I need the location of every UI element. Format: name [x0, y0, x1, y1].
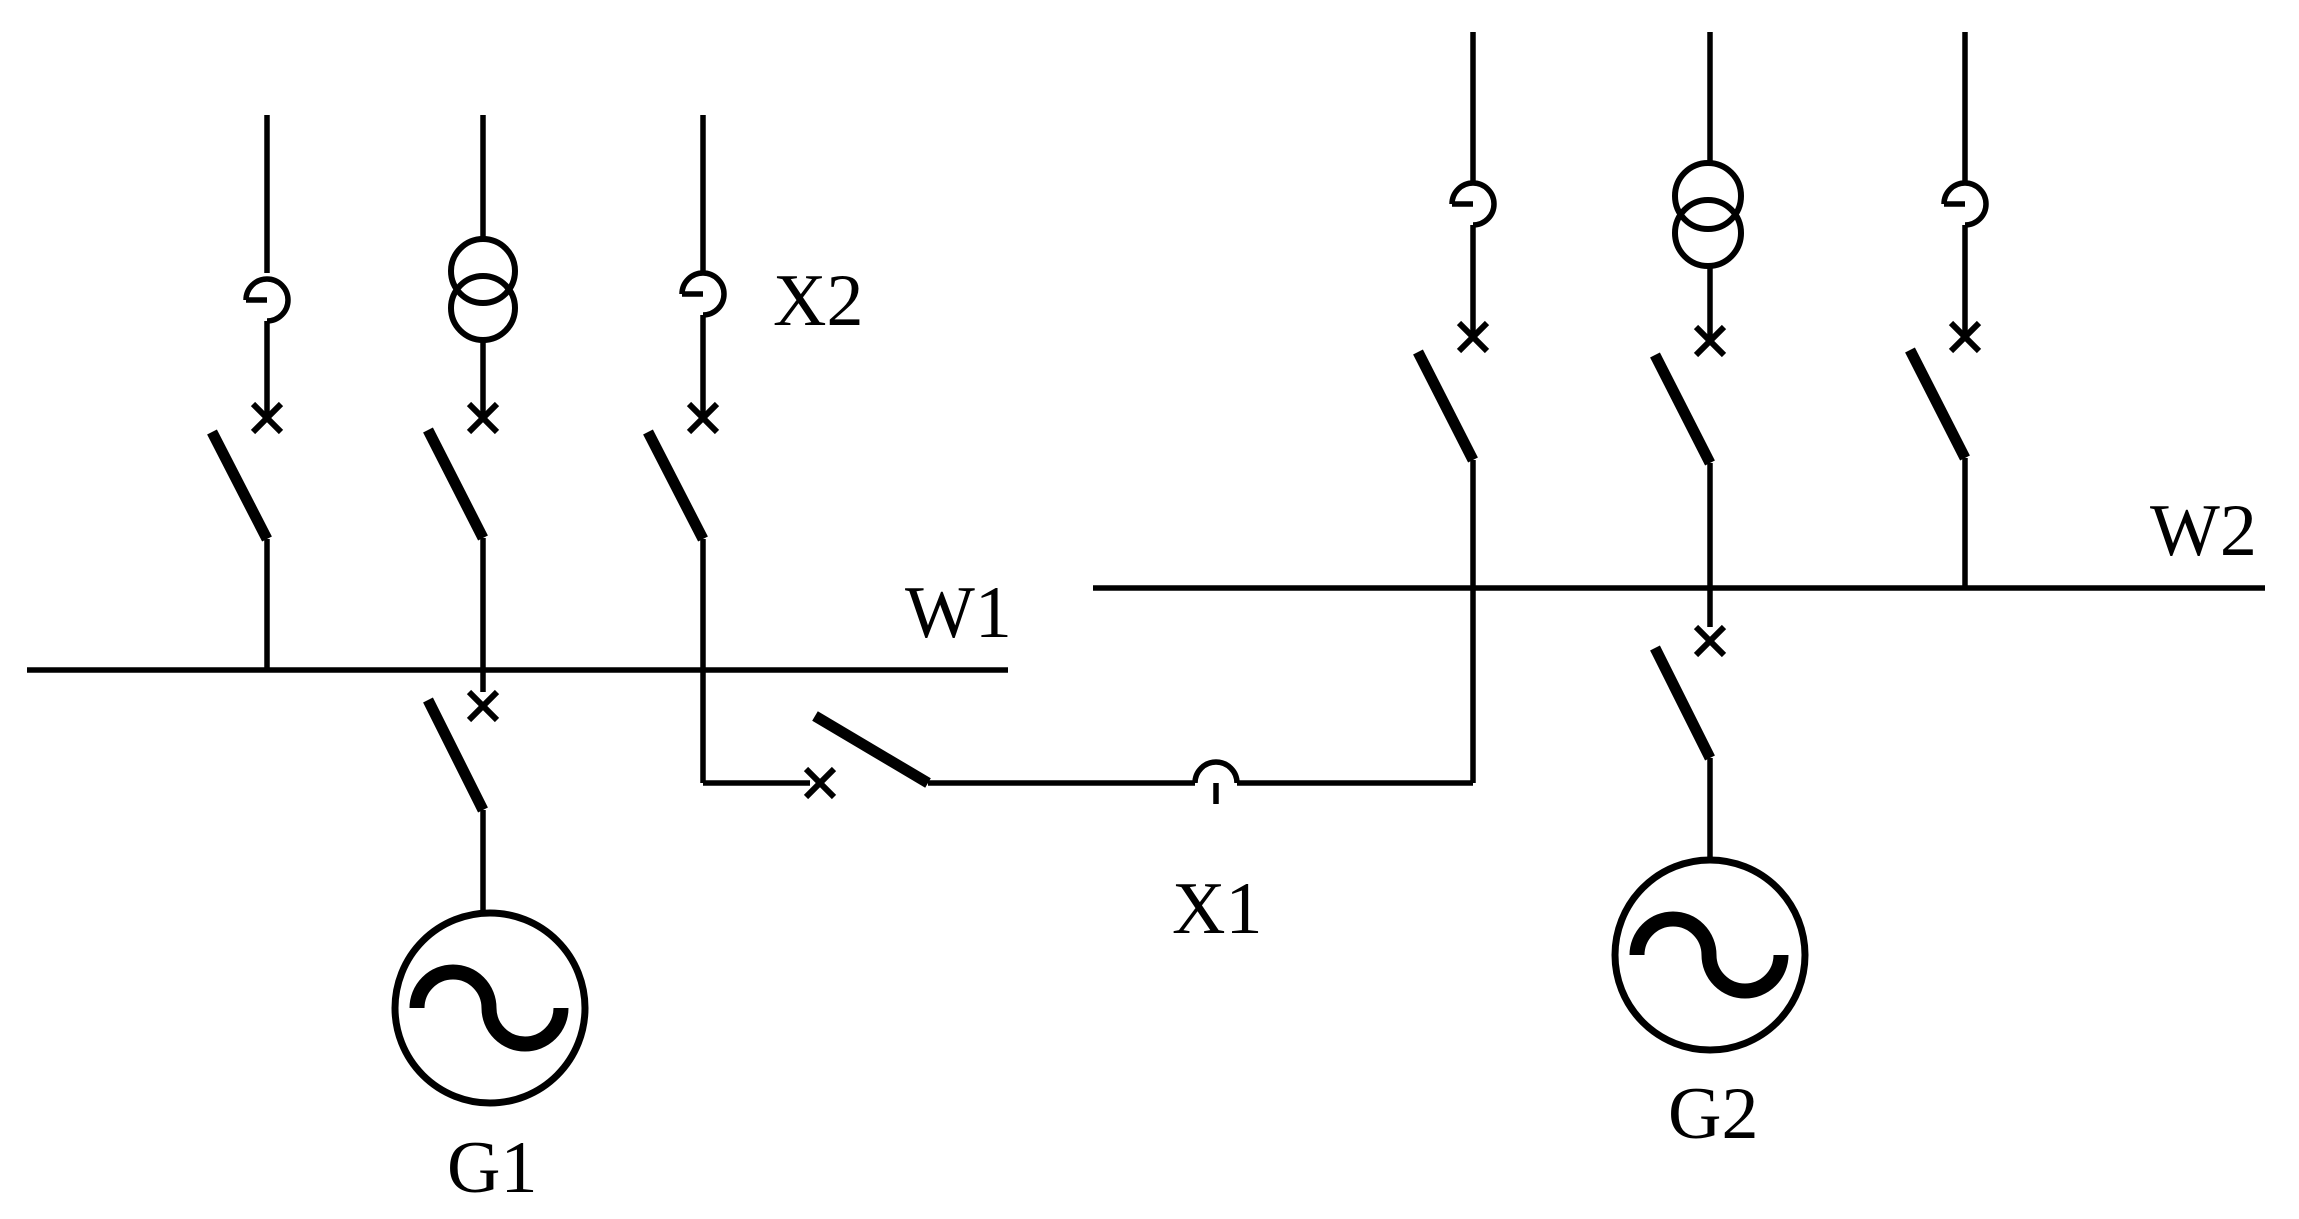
label-x2: X2 — [773, 260, 863, 342]
reactor-icon — [1192, 759, 1240, 784]
disconnect-switch-icon — [423, 697, 488, 813]
w1-feeder-transformer — [423, 115, 518, 670]
disconnect-switch-icon — [643, 429, 708, 542]
label-w2: W2 — [2150, 490, 2257, 572]
circuit-breaker-icon — [1456, 320, 1490, 354]
circuit-breaker-icon — [1693, 324, 1727, 358]
transformer-icon — [448, 236, 518, 306]
transformer-icon — [1672, 160, 1744, 232]
reactor-icon — [679, 270, 727, 318]
circuit-breaker-icon — [466, 689, 500, 723]
reactor-icon — [1449, 180, 1497, 228]
circuit-breaker-icon — [250, 401, 284, 435]
disconnect-switch-icon — [1413, 349, 1478, 463]
label-x1: X1 — [1172, 868, 1262, 950]
w1-feeder-1 — [207, 115, 291, 670]
w2-feeder-1 — [1413, 32, 1497, 588]
w2-feeder-3 — [1905, 32, 1989, 588]
disconnect-switch-icon — [1905, 347, 1970, 461]
w2-feeder-transformer — [1650, 32, 1744, 588]
reactor-icon — [1941, 180, 1989, 228]
circuit-breaker-icon — [1948, 320, 1982, 354]
generator-icon — [1611, 856, 1809, 1054]
tie-line — [703, 588, 1476, 804]
w1-feeder-x2 — [643, 115, 727, 783]
label-g2: G2 — [1668, 1073, 1758, 1155]
circuit-breaker-icon — [1693, 624, 1727, 658]
label-g1: G1 — [447, 1127, 537, 1209]
disconnect-switch-icon — [423, 427, 488, 541]
g1-branch — [391, 670, 589, 1107]
sine-wave-icon — [1629, 911, 1789, 999]
disconnect-switch-icon — [1650, 352, 1715, 466]
circuit-breaker-icon — [686, 401, 720, 435]
generator-icon — [391, 909, 589, 1107]
g2-branch — [1611, 588, 1809, 1054]
disconnect-switch-icon — [812, 711, 931, 788]
label-w1: W1 — [905, 572, 1012, 654]
disconnect-switch-icon — [207, 429, 272, 542]
circuit-breaker-icon — [803, 766, 837, 800]
disconnect-switch-icon — [1650, 645, 1715, 761]
circuit-breaker-icon — [466, 401, 500, 435]
reactor-icon — [243, 276, 291, 324]
sine-wave-icon — [409, 964, 569, 1052]
